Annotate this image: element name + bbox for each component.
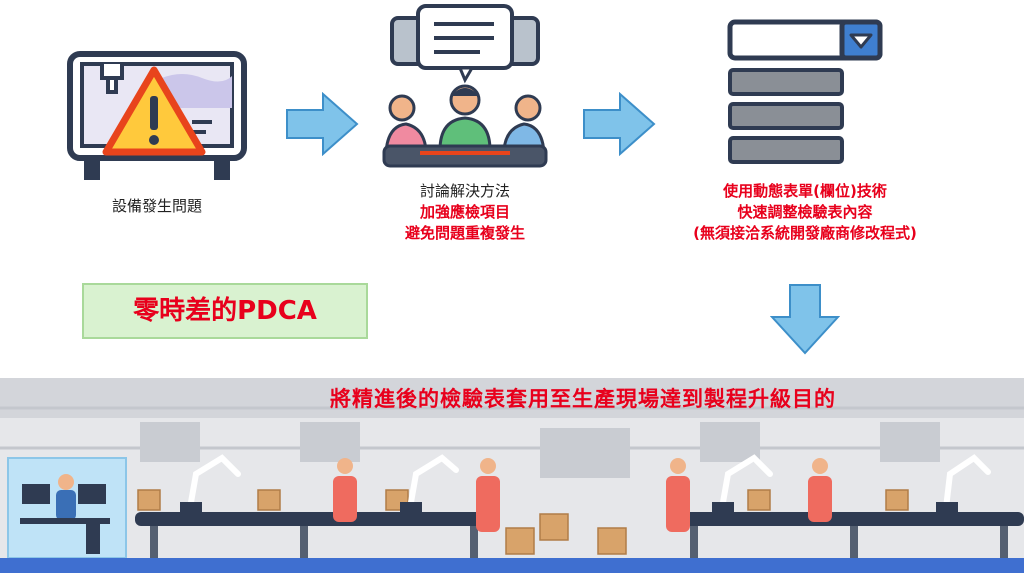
caption-line: 加強應檢項目 [419, 203, 510, 221]
arrow-right-icon [583, 92, 656, 156]
arrow-down-icon [770, 284, 840, 355]
step-1-caption: 設備發生問題 [62, 196, 252, 217]
caption-line: (無須接洽系統開發廠商修改程式) [693, 224, 917, 242]
caption-line: 設備發生問題 [111, 197, 202, 215]
caption-line: 討論解決方法 [419, 182, 510, 200]
arrow-right-icon [286, 92, 359, 156]
step-3-caption: 使用動態表單(欄位)技術 快速調整檢驗表內容 (無須接洽系統開發廠商修改程式) [640, 181, 970, 244]
team-meeting-icon [382, 4, 548, 168]
dynamic-form-icon [727, 19, 883, 164]
pdca-label-box: 零時差的PDCA [82, 283, 368, 339]
factory-title: 將精進後的檢驗表套用至生產現場達到製程升級目的 [330, 387, 836, 411]
machine-warning-icon [67, 51, 247, 180]
caption-line: 使用動態表單(欄位)技術 [723, 182, 887, 200]
caption-line: 快速調整檢驗表內容 [737, 203, 873, 221]
factory-illustration [0, 378, 1024, 573]
caption-line: 避免問題重複發生 [404, 224, 525, 242]
step-2-caption: 討論解決方法 加強應檢項目 避免問題重複發生 [365, 181, 565, 244]
